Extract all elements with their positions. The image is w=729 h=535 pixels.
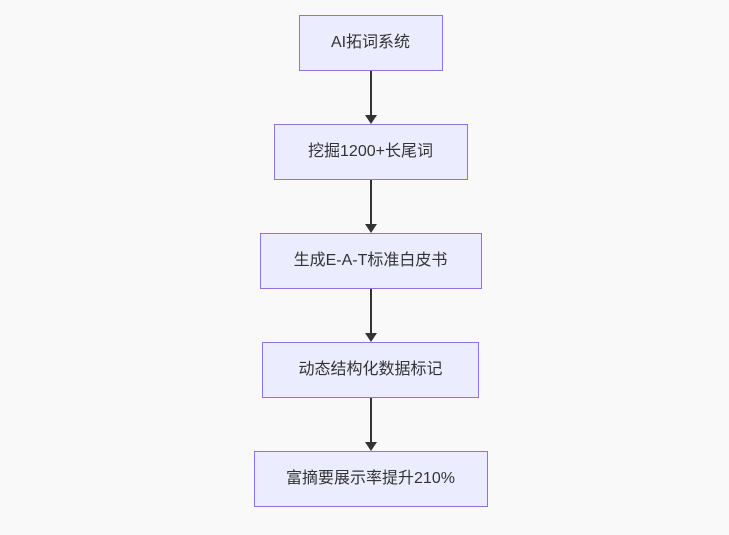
arrow-head-icon <box>364 442 377 451</box>
flow-node-label: 挖掘1200+长尾词 <box>308 143 433 160</box>
flow-arrow-1 <box>364 71 377 124</box>
flow-node-label: 富摘要展示率提升210% <box>286 470 455 487</box>
arrow-line <box>369 289 372 334</box>
flow-node-label: 生成E-A-T标准白皮书 <box>293 252 448 269</box>
arrow-line <box>369 398 372 443</box>
flow-arrow-3 <box>364 289 377 342</box>
flow-node-eat-whitepaper: 生成E-A-T标准白皮书 <box>259 233 482 289</box>
flow-node-rich-snippet-result: 富摘要展示率提升210% <box>253 451 488 507</box>
flow-node-ai-keyword-system: AI拓词系统 <box>298 15 443 71</box>
flow-arrow-4 <box>364 398 377 451</box>
flowchart-canvas: AI拓词系统 挖掘1200+长尾词 生成E-A-T标准白皮书 动态结构化数据标记… <box>6 0 729 535</box>
flow-arrow-2 <box>364 180 377 233</box>
arrow-head-icon <box>364 333 377 342</box>
flow-node-label: AI拓词系统 <box>330 34 411 51</box>
arrow-head-icon <box>364 115 377 124</box>
flow-node-longtail-mining: 挖掘1200+长尾词 <box>273 124 468 180</box>
arrow-head-icon <box>364 224 377 233</box>
flow-node-structured-data: 动态结构化数据标记 <box>262 342 479 398</box>
arrow-line <box>369 71 372 116</box>
flow-node-label: 动态结构化数据标记 <box>298 361 443 378</box>
arrow-line <box>369 180 372 225</box>
